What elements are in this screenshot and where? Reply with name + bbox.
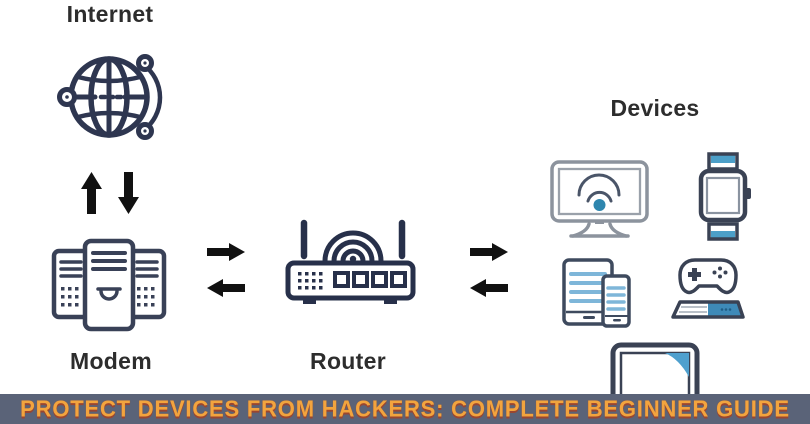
smart-tv-icon [550, 160, 650, 245]
title-banner: PROTECT DEVICES FROM HACKERS: COMPLETE B… [0, 394, 810, 424]
right-arrow-icon [207, 243, 245, 261]
globe-network-icon [53, 42, 169, 157]
internet-label: Internet [66, 1, 154, 27]
right-left-arrows-icon [207, 243, 245, 302]
game-controller-console-icon [668, 256, 748, 325]
right-arrow-icon [470, 243, 508, 261]
wifi-router-icon [283, 210, 418, 321]
right-left-arrows-icon [470, 243, 508, 302]
modem-icon [48, 237, 170, 344]
tablet-and-phone-icon [561, 258, 633, 333]
modem-label: Modem [70, 348, 152, 374]
up-arrow-icon [81, 172, 102, 214]
devices-label: Devices [610, 95, 700, 121]
banner-title: PROTECT DEVICES FROM HACKERS: COMPLETE B… [20, 395, 790, 422]
router-label: Router [310, 348, 386, 374]
left-arrow-icon [207, 279, 245, 297]
up-down-arrows-icon [80, 172, 142, 219]
screen-glare-shape [665, 353, 689, 377]
smartwatch-icon [694, 152, 752, 247]
dpad-icon [688, 268, 701, 281]
left-arrow-icon [470, 279, 508, 297]
down-arrow-icon [118, 172, 139, 214]
